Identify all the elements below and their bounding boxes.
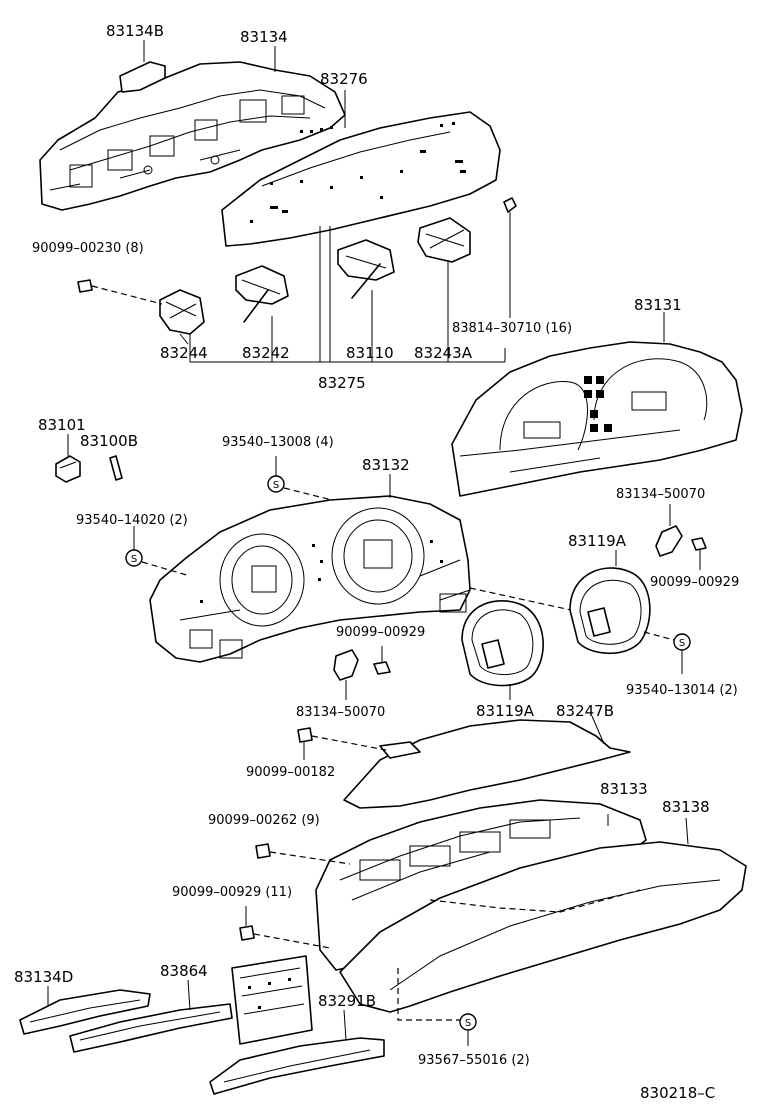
label-90099-00182: 90099–00182	[246, 765, 335, 780]
label-83242: 83242	[242, 344, 290, 362]
label-83119A-bottom: 83119A	[476, 702, 535, 720]
label-83133: 83133	[600, 780, 648, 798]
part-83119A-ring-left	[461, 600, 544, 700]
washer-93540-13014: S	[643, 631, 691, 674]
part-83134-housing	[39, 61, 346, 211]
label-83101: 83101	[38, 416, 86, 434]
label-90099-00929-11: 90099–00929 (11)	[172, 885, 292, 900]
part-83247B-plate	[311, 715, 631, 809]
washer-mark: S	[131, 554, 137, 565]
label-90099-00230: 90099–00230 (8)	[32, 241, 144, 256]
part-83134D-connector	[19, 986, 151, 1035]
part-90099-00230-screw	[77, 279, 163, 305]
part-83119A-ring-right	[569, 550, 651, 654]
washer-mark: S	[465, 1018, 471, 1029]
label-90099-00262: 90099–00262 (9)	[208, 813, 320, 828]
label-83276: 83276	[320, 70, 368, 88]
part-83134-50070-clip-center	[333, 646, 391, 700]
part-83864-connector	[69, 979, 233, 1053]
part-83138-cover	[339, 817, 747, 1013]
label-83138: 83138	[662, 798, 710, 816]
washer-93540-13008: S	[267, 456, 333, 501]
leader-83275	[189, 226, 506, 363]
label-93540-14020: 93540–14020 (2)	[76, 513, 188, 528]
label-83243A: 83243A	[414, 344, 473, 362]
label-93540-13008: 93540–13008 (4)	[222, 435, 334, 450]
label-83132: 83132	[362, 456, 410, 474]
label-83134B: 83134B	[106, 22, 164, 40]
part-83244-movement	[159, 289, 205, 345]
part-83110-movement	[337, 239, 395, 299]
part-90099-00262-screw	[255, 843, 351, 865]
label-83110: 83110	[346, 344, 394, 362]
label-83134-50070-top: 83134–50070	[616, 487, 705, 502]
label-93540-13014: 93540–13014 (2)	[626, 683, 738, 698]
label-83291B: 83291B	[318, 992, 376, 1010]
label-90099-00929-center: 90099–00929	[336, 625, 425, 640]
label-83134-50070-bottom: 83134–50070	[296, 705, 385, 720]
label-83134D: 83134D	[14, 968, 73, 986]
part-83101-knob	[55, 434, 81, 483]
part-83131-dial-plate	[451, 312, 743, 497]
label-83275: 83275	[318, 374, 366, 392]
label-83131: 83131	[634, 296, 682, 314]
label-83100B: 83100B	[80, 432, 138, 450]
label-90099-00929-right: 90099–00929	[650, 575, 739, 590]
part-83276-circuit-board	[221, 90, 501, 247]
label-83864: 83864	[160, 962, 208, 980]
part-83291B-board	[209, 955, 385, 1095]
part-90099-00182-screw	[297, 727, 313, 760]
part-83134-50070-clip-right	[655, 504, 707, 570]
diagram-code: 830218–C	[640, 1084, 715, 1102]
label-83814-30710: 83814–30710 (16)	[452, 321, 572, 336]
part-83814-30710-bulb	[503, 197, 517, 318]
label-83134: 83134	[240, 28, 288, 46]
dash-case-to-ring	[469, 587, 581, 613]
washer-93540-14020: S	[125, 526, 191, 577]
part-90099-00929-11-screw	[239, 906, 331, 949]
washer-mark: S	[273, 480, 279, 491]
washer-mark: S	[679, 638, 685, 649]
part-83100B-pin	[109, 455, 123, 481]
part-83243A-movement	[417, 217, 471, 263]
label-83119A-top: 83119A	[568, 532, 627, 550]
label-83247B: 83247B	[556, 702, 614, 720]
label-83244: 83244	[160, 344, 208, 362]
washer-93567-55016: S	[397, 968, 477, 1046]
part-83242-movement	[235, 265, 289, 323]
label-93567-55016: 93567–55016 (2)	[418, 1053, 530, 1068]
part-83132-case	[149, 474, 471, 663]
part-83134B-clip	[119, 40, 166, 93]
